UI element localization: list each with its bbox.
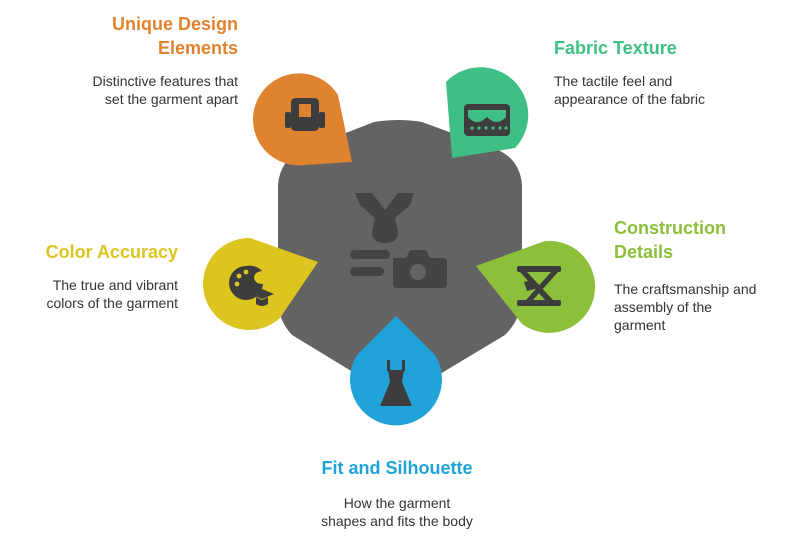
fit-silhouette-desc-2: shapes and fits the body	[321, 513, 473, 529]
label-fabric-texture: Fabric Texture The tactile feel and appe…	[554, 36, 794, 108]
construction-title-1: Construction	[614, 218, 726, 238]
node-color-accuracy	[203, 237, 318, 330]
construction-desc-3: garment	[614, 317, 666, 333]
unique-design-title-1: Unique Design	[111, 14, 238, 34]
node-fabric-texture	[446, 67, 529, 158]
node-unique-design	[253, 73, 352, 166]
fabric-texture-desc-2: appearance of the fabric	[554, 91, 705, 107]
label-unique-design: Unique Design Elements Distinctive featu…	[38, 12, 238, 108]
fit-silhouette-title: Fit and Silhouette	[321, 458, 473, 478]
fit-silhouette-desc-1: How the garment	[343, 495, 451, 511]
unique-design-desc-2: set the garment apart	[104, 91, 238, 107]
seat-icon	[285, 98, 325, 131]
tools-icon	[517, 266, 561, 306]
fabric-texture-desc-1: The tactile feel and	[554, 73, 673, 89]
node-construction	[476, 240, 596, 333]
shirt-camera-icon	[350, 193, 447, 288]
center-pentagon	[278, 120, 522, 386]
color-accuracy-desc-1: The true and vibrant	[52, 277, 178, 293]
unique-design-desc-1: Distinctive features that	[92, 73, 238, 89]
construction-desc-2: assembly of the	[614, 299, 713, 315]
label-construction: Construction Details The craftsmanship a…	[614, 216, 794, 334]
palette-icon	[229, 265, 274, 306]
fabric-swatch-icon	[464, 104, 510, 136]
fabric-texture-title: Fabric Texture	[554, 38, 677, 58]
construction-desc-1: The craftsmanship and	[614, 281, 757, 297]
unique-design-title-2: Elements	[157, 38, 238, 58]
dress-icon	[380, 360, 412, 406]
color-accuracy-title: Color Accuracy	[45, 242, 178, 262]
label-fit-silhouette: Fit and Silhouette How the garment shape…	[272, 456, 522, 530]
color-accuracy-desc-2: colors of the garment	[46, 295, 178, 311]
label-color-accuracy: Color Accuracy The true and vibrant colo…	[18, 240, 178, 312]
construction-title-2: Details	[614, 242, 674, 262]
node-fit-silhouette	[350, 316, 443, 426]
